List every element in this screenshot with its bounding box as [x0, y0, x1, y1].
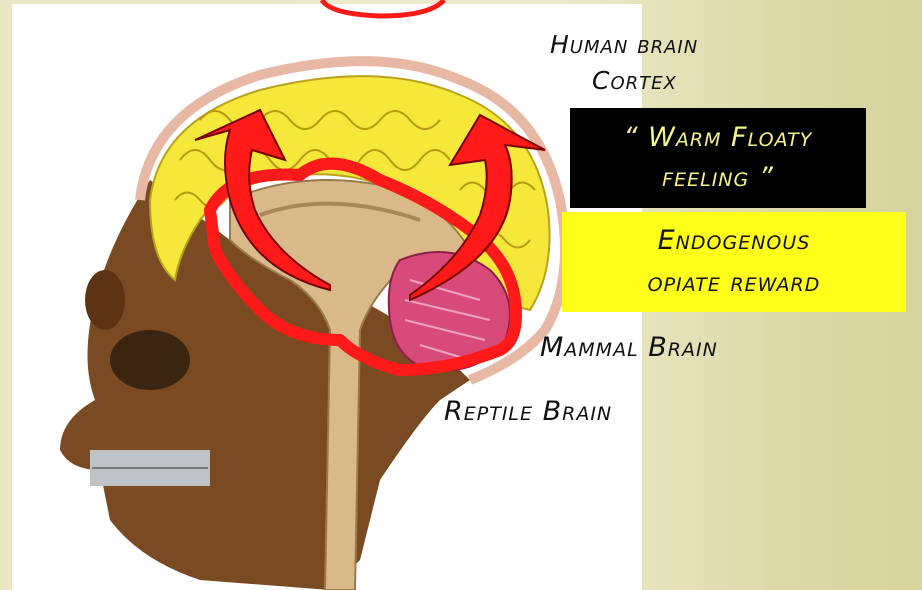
warm-floaty-line-2: feeling ”: [570, 158, 866, 198]
label-cortex: Cortex: [592, 66, 677, 95]
warm-floaty-line-1: “ Warm Floaty: [570, 118, 866, 158]
label-mammal-brain: Mammal Brain: [540, 332, 718, 363]
warm-floaty-feeling-box: “ Warm Floaty feeling ”: [570, 108, 866, 208]
endogenous-line-2: opiate reward: [562, 262, 906, 304]
endogenous-opiate-reward-box: Endogenous opiate reward: [562, 212, 906, 312]
endogenous-line-1: Endogenous: [562, 220, 906, 262]
top-circle-fragment: [322, 0, 444, 16]
eye-socket: [110, 330, 190, 390]
label-human-brain: Human brain: [550, 30, 698, 59]
label-reptile-brain: Reptile Brain: [444, 396, 612, 427]
